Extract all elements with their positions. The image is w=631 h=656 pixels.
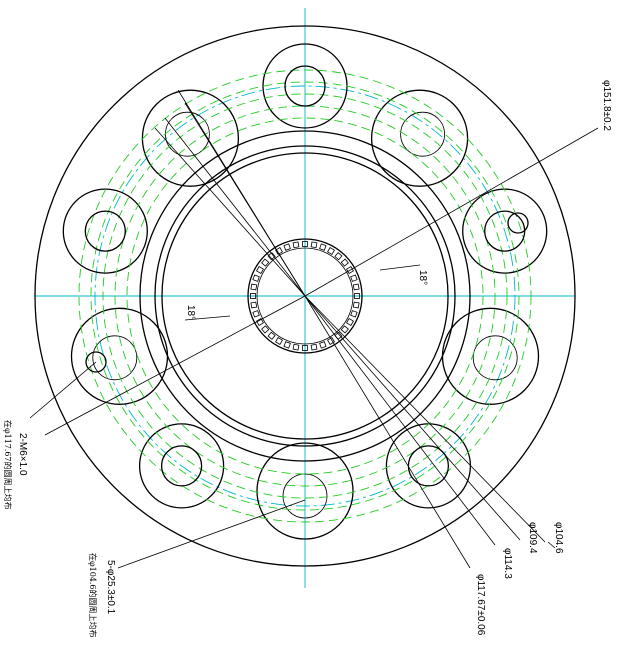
bolt-hole — [84, 210, 126, 252]
relief-pocket — [92, 335, 138, 381]
relief-pocket — [400, 111, 446, 157]
spline-tooth — [350, 274, 358, 282]
dim-d117: φ117.67±0.06 — [475, 574, 486, 636]
relief-lobe — [70, 307, 169, 405]
leader-lines — [29, 89, 599, 569]
hub — [139, 130, 471, 462]
spline-tooth — [261, 258, 270, 267]
hidden-circle — [90, 81, 520, 511]
hidden-circle — [114, 105, 496, 487]
bolt-hole — [160, 445, 203, 487]
dimension-labels: φ151.8±0.2 φ104.6 φ109.4 φ114.3 φ117.67±… — [3, 80, 612, 638]
hidden-circle — [78, 69, 532, 523]
relief-lobe — [370, 89, 469, 187]
spline-tooth — [292, 241, 300, 249]
spline-tooth — [350, 310, 358, 318]
spline-tooth — [250, 301, 258, 309]
spline-tooth — [292, 343, 300, 351]
spline-tooth — [267, 331, 276, 340]
spline-tooth — [354, 293, 360, 299]
spline-tooth — [250, 283, 258, 291]
spline-tooth — [250, 293, 256, 299]
spline-tooth — [340, 325, 349, 334]
spline-tooth — [319, 341, 327, 349]
hidden-circle — [126, 117, 484, 475]
spline-tooth — [340, 258, 349, 267]
relief-pocket — [282, 473, 328, 519]
dim-d109: φ109.4 — [527, 522, 538, 554]
bolt-lobe — [138, 423, 225, 509]
spline-tooth — [275, 337, 283, 345]
relief-pocket — [472, 335, 518, 381]
spline-tooth — [327, 247, 335, 255]
outer-circle — [34, 25, 576, 567]
bolt-lobe — [462, 188, 548, 274]
spline-tooth — [327, 337, 335, 345]
spline-tooth — [261, 325, 270, 334]
spline-tooth — [302, 241, 308, 247]
dim-thread-holes: 2-M6×1.0 — [17, 433, 28, 476]
dim-d114: φ114.3 — [502, 548, 513, 579]
dim-outer-diameter: φ151.8±0.2 — [601, 80, 612, 131]
spline-tooth — [283, 243, 291, 251]
spline-tooth — [256, 266, 264, 274]
spline-tooth — [252, 274, 260, 282]
spline-tooth — [310, 343, 318, 351]
spline-tooth — [352, 283, 360, 291]
dim-angle-right: 18° — [417, 270, 428, 285]
dim-d104: φ104.6 — [553, 522, 564, 554]
spline-tooth — [346, 318, 354, 326]
spline-teeth — [250, 241, 360, 351]
hidden-circle — [102, 93, 508, 499]
spline-tooth — [256, 318, 264, 326]
relief-lobe — [441, 307, 540, 405]
spline-tooth — [310, 241, 318, 249]
relief-lobe — [141, 89, 240, 187]
note-bolt-pattern: 在φ104.6的圆周上均布 — [88, 553, 98, 638]
relief-pocket — [164, 111, 210, 157]
spline-tooth — [267, 252, 276, 261]
bolt-hole — [284, 65, 326, 107]
spline-tooth — [283, 341, 291, 349]
dim-angle-left: 18° — [185, 305, 196, 320]
hidden-lines — [78, 69, 532, 523]
spline-tooth — [302, 345, 308, 351]
spline-tooth — [319, 243, 327, 251]
relief-lobe — [256, 442, 354, 540]
dim-bolt-holes: 5-φ25.3±0.1 — [105, 560, 116, 615]
spline-tooth — [252, 310, 260, 318]
bolt-lobe — [62, 188, 148, 274]
note-thread-pattern: 在φ117.67的圆周上均布 — [3, 420, 13, 510]
spline-tooth — [334, 252, 343, 261]
thread-holes — [85, 212, 529, 373]
spline-tooth — [275, 247, 283, 255]
center-lines — [35, 8, 575, 588]
spline-tooth — [352, 301, 360, 309]
